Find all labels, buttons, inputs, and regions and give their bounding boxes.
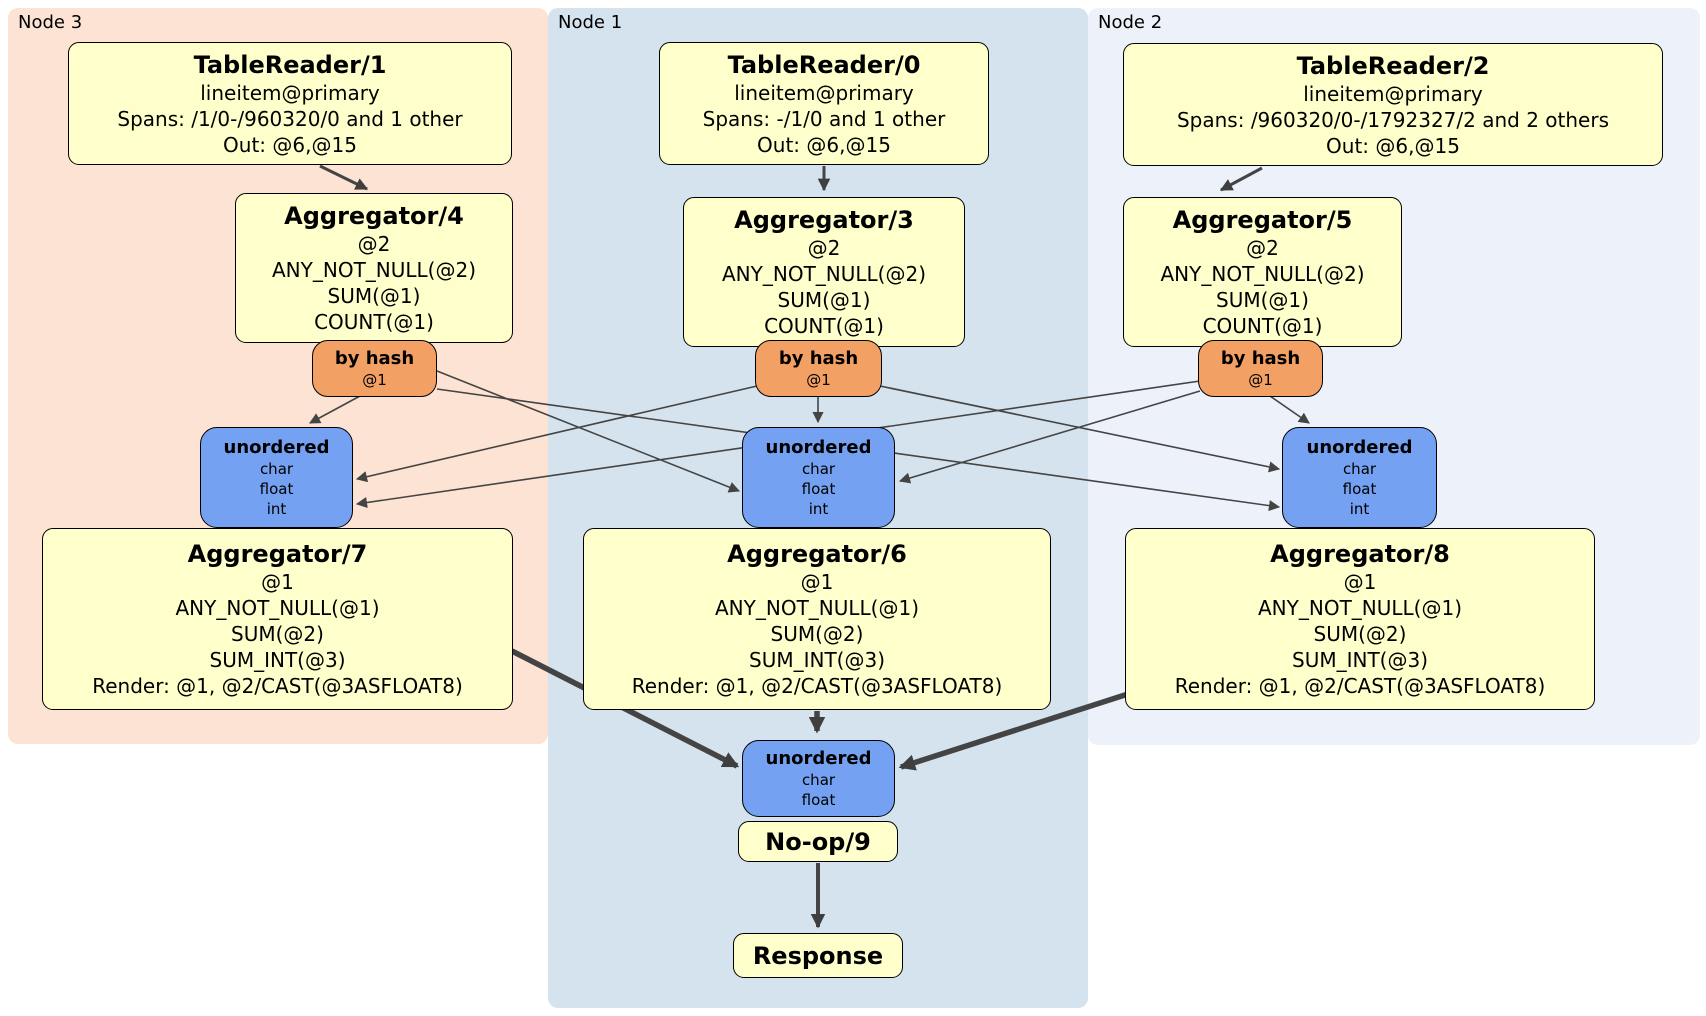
box-line: float	[1342, 480, 1377, 498]
box-title-syncFinal: unordered	[765, 748, 872, 769]
box-router4: by hash @1	[312, 340, 437, 397]
box-line: COUNT(@1)	[764, 314, 884, 338]
box-line: Render: @1, @2/CAST(@3ASFLOAT8)	[1174, 674, 1546, 698]
box-line: SUM(@2)	[231, 622, 324, 646]
box-line: char	[1342, 460, 1377, 478]
box-router5: by hash @1	[1198, 340, 1323, 397]
box-title-tr1: TableReader/1	[193, 50, 387, 79]
box-title-router4: by hash	[334, 348, 415, 369]
box-line: int	[266, 500, 287, 518]
box-line: @2	[807, 236, 841, 260]
box-line: char	[801, 771, 836, 789]
box-line: Render: @1, @2/CAST(@3ASFLOAT8)	[92, 674, 463, 698]
box-title-tr0: TableReader/0	[727, 50, 921, 79]
region-label-node3: Node 3	[18, 12, 83, 33]
region-label-node2: Node 2	[1098, 12, 1163, 33]
box-title-agg3: Aggregator/3	[734, 206, 914, 234]
box-line: ANY_NOT_NULL(@2)	[1160, 262, 1365, 286]
box-line: ANY_NOT_NULL(@1)	[1258, 596, 1462, 620]
box-title-noop: No-op/9	[765, 827, 871, 856]
box-line: SUM_INT(@3)	[1292, 648, 1428, 672]
box-line: char	[259, 460, 294, 478]
box-line: Spans: -/1/0 and 1 other	[702, 106, 946, 131]
region-label-node1: Node 1	[558, 12, 623, 33]
box-title-agg7: Aggregator/7	[187, 540, 368, 568]
box-line: float	[801, 791, 836, 809]
box-title-agg8: Aggregator/8	[1270, 540, 1450, 568]
box-title-sync8: unordered	[1306, 437, 1413, 458]
box-router3: by hash @1	[755, 340, 882, 397]
box-line: SUM_INT(@3)	[209, 648, 346, 672]
box-line: lineitem@primary	[200, 80, 380, 105]
box-line: ANY_NOT_NULL(@1)	[715, 596, 919, 620]
box-line: COUNT(@1)	[314, 310, 434, 334]
box-title-tr2: TableReader/2	[1296, 51, 1490, 80]
box-sync7: unordered char float int	[200, 427, 353, 528]
box-line: COUNT(@1)	[1202, 314, 1323, 338]
box-line: ANY_NOT_NULL(@1)	[175, 596, 380, 620]
box-line: lineitem@primary	[734, 80, 914, 105]
box-line: @1	[800, 570, 834, 594]
box-line: @1	[362, 371, 387, 389]
box-title-sync7: unordered	[223, 437, 330, 458]
box-line: SUM(@2)	[1313, 622, 1407, 646]
box-sync6: unordered char float int	[742, 427, 895, 528]
box-noop: No-op/9	[738, 821, 898, 862]
box-line: Spans: /960320/0-/1792327/2 and 2 others	[1176, 107, 1609, 132]
box-line: Out: @6,@15	[757, 132, 891, 157]
box-line: @1	[261, 570, 294, 594]
box-line: ANY_NOT_NULL(@2)	[722, 262, 926, 286]
box-line: float	[801, 480, 836, 498]
box-title-agg4: Aggregator/4	[284, 202, 464, 230]
box-line: @2	[357, 232, 391, 256]
box-line: lineitem@primary	[1303, 81, 1483, 106]
box-line: @1	[1343, 570, 1377, 594]
box-line: char	[801, 460, 836, 478]
box-title-agg5: Aggregator/5	[1172, 206, 1353, 234]
box-line: Render: @1, @2/CAST(@3ASFLOAT8)	[631, 674, 1003, 698]
box-line: int	[808, 500, 829, 518]
box-syncFinal: unordered char float	[742, 740, 895, 817]
box-line: int	[1349, 500, 1370, 518]
box-line: @1	[1248, 371, 1273, 389]
box-title-router5: by hash	[1220, 348, 1301, 369]
box-line: Out: @6,@15	[223, 132, 357, 157]
box-line: Out: @6,@15	[1326, 133, 1460, 158]
box-title-agg6: Aggregator/6	[727, 540, 907, 568]
box-line: Spans: /1/0-/960320/0 and 1 other	[117, 106, 463, 131]
box-line: SUM_INT(@3)	[749, 648, 885, 672]
box-line: SUM(@1)	[777, 288, 871, 312]
box-line: SUM(@1)	[327, 284, 421, 308]
box-line: float	[259, 480, 294, 498]
box-response: Response	[733, 933, 903, 978]
box-title-sync6: unordered	[765, 437, 872, 458]
box-line: @1	[806, 371, 831, 389]
box-sync8: unordered char float int	[1282, 427, 1437, 528]
box-title-router3: by hash	[778, 348, 859, 369]
box-title-response: Response	[752, 941, 884, 970]
box-line: @2	[1246, 236, 1279, 260]
box-line: SUM(@2)	[770, 622, 864, 646]
box-line: SUM(@1)	[1216, 288, 1309, 312]
box-line: ANY_NOT_NULL(@2)	[272, 258, 476, 282]
